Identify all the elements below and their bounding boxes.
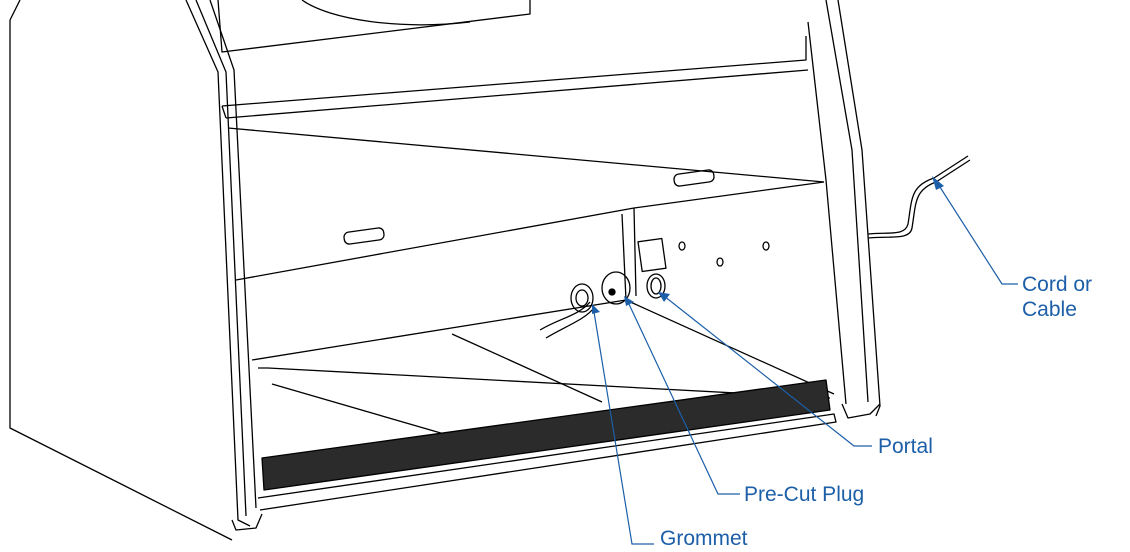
service-cutout: [637, 237, 667, 273]
mount-hole-2: [716, 257, 724, 267]
work-surface-back: [251, 299, 835, 395]
cord-callout-line-2: Cable: [1022, 298, 1077, 321]
side-wall-seam-2: [621, 213, 627, 301]
left-side-panel: [9, 20, 233, 541]
right-post-back: [807, 21, 847, 405]
right-post-inner: [825, 0, 869, 403]
back-wall-top: [227, 127, 825, 183]
back-wall-mid: [235, 181, 825, 281]
grommet-callout-label: Grommet: [660, 527, 748, 550]
cord-callout-label: Cord or Cable: [1022, 272, 1112, 322]
portal-rim: [650, 277, 662, 295]
sash-curve: [301, 0, 471, 26]
plug-leader: [627, 301, 740, 495]
cord-callout-line-1: Cord or: [1022, 273, 1093, 296]
sash-lip: [221, 105, 227, 119]
pre-cut-plug-body: [601, 271, 631, 305]
left-post-outer: [185, 0, 251, 527]
left-post-inner: [195, 0, 247, 517]
sash-handle-right: [673, 169, 715, 187]
sash-bottom-frame: [221, 36, 807, 107]
callout-leaders: [593, 183, 1018, 545]
portal-arrowhead: [658, 292, 670, 302]
grommet-ring: [570, 283, 594, 313]
portal-opening: [646, 273, 666, 299]
sash-top: [217, 0, 531, 53]
cord-arrowhead: [932, 176, 944, 190]
left-foot: [231, 513, 263, 531]
right-post-outer: [837, 0, 881, 417]
sash-handle-left: [343, 227, 385, 245]
grommet-hole: [575, 289, 589, 307]
front-grille-lip: [257, 413, 837, 511]
external-cord: [867, 155, 969, 235]
left-post-back: [209, 0, 257, 509]
callout-arrowheads: [592, 176, 944, 314]
portal-leader: [663, 295, 872, 447]
cable-inside-edge: [545, 307, 595, 339]
cable-inside: [539, 301, 591, 331]
cord-leader: [937, 183, 1018, 285]
plug-arrowhead: [624, 296, 634, 306]
work-surface-panel-2: [451, 333, 603, 403]
front-grille: [261, 379, 831, 491]
external-cord-edge: [867, 159, 971, 239]
portal-callout-label: Portal: [878, 435, 933, 458]
pre-cut-plug-center: [608, 288, 616, 296]
grommet-leader: [593, 311, 654, 545]
plug-callout-label: Pre-Cut Plug: [744, 483, 865, 506]
right-foot: [841, 403, 881, 419]
sash-lower-edge: [225, 69, 809, 119]
cabinet-line-art: [9, 0, 971, 541]
mount-hole-1: [678, 241, 686, 251]
mount-hole-3: [762, 241, 770, 251]
work-surface-front: [258, 367, 831, 399]
left-side-top-edge: [9, 0, 21, 21]
work-surface-panel-1: [271, 383, 459, 439]
side-wall-seam: [633, 207, 637, 297]
grommet-arrowhead: [592, 304, 600, 314]
